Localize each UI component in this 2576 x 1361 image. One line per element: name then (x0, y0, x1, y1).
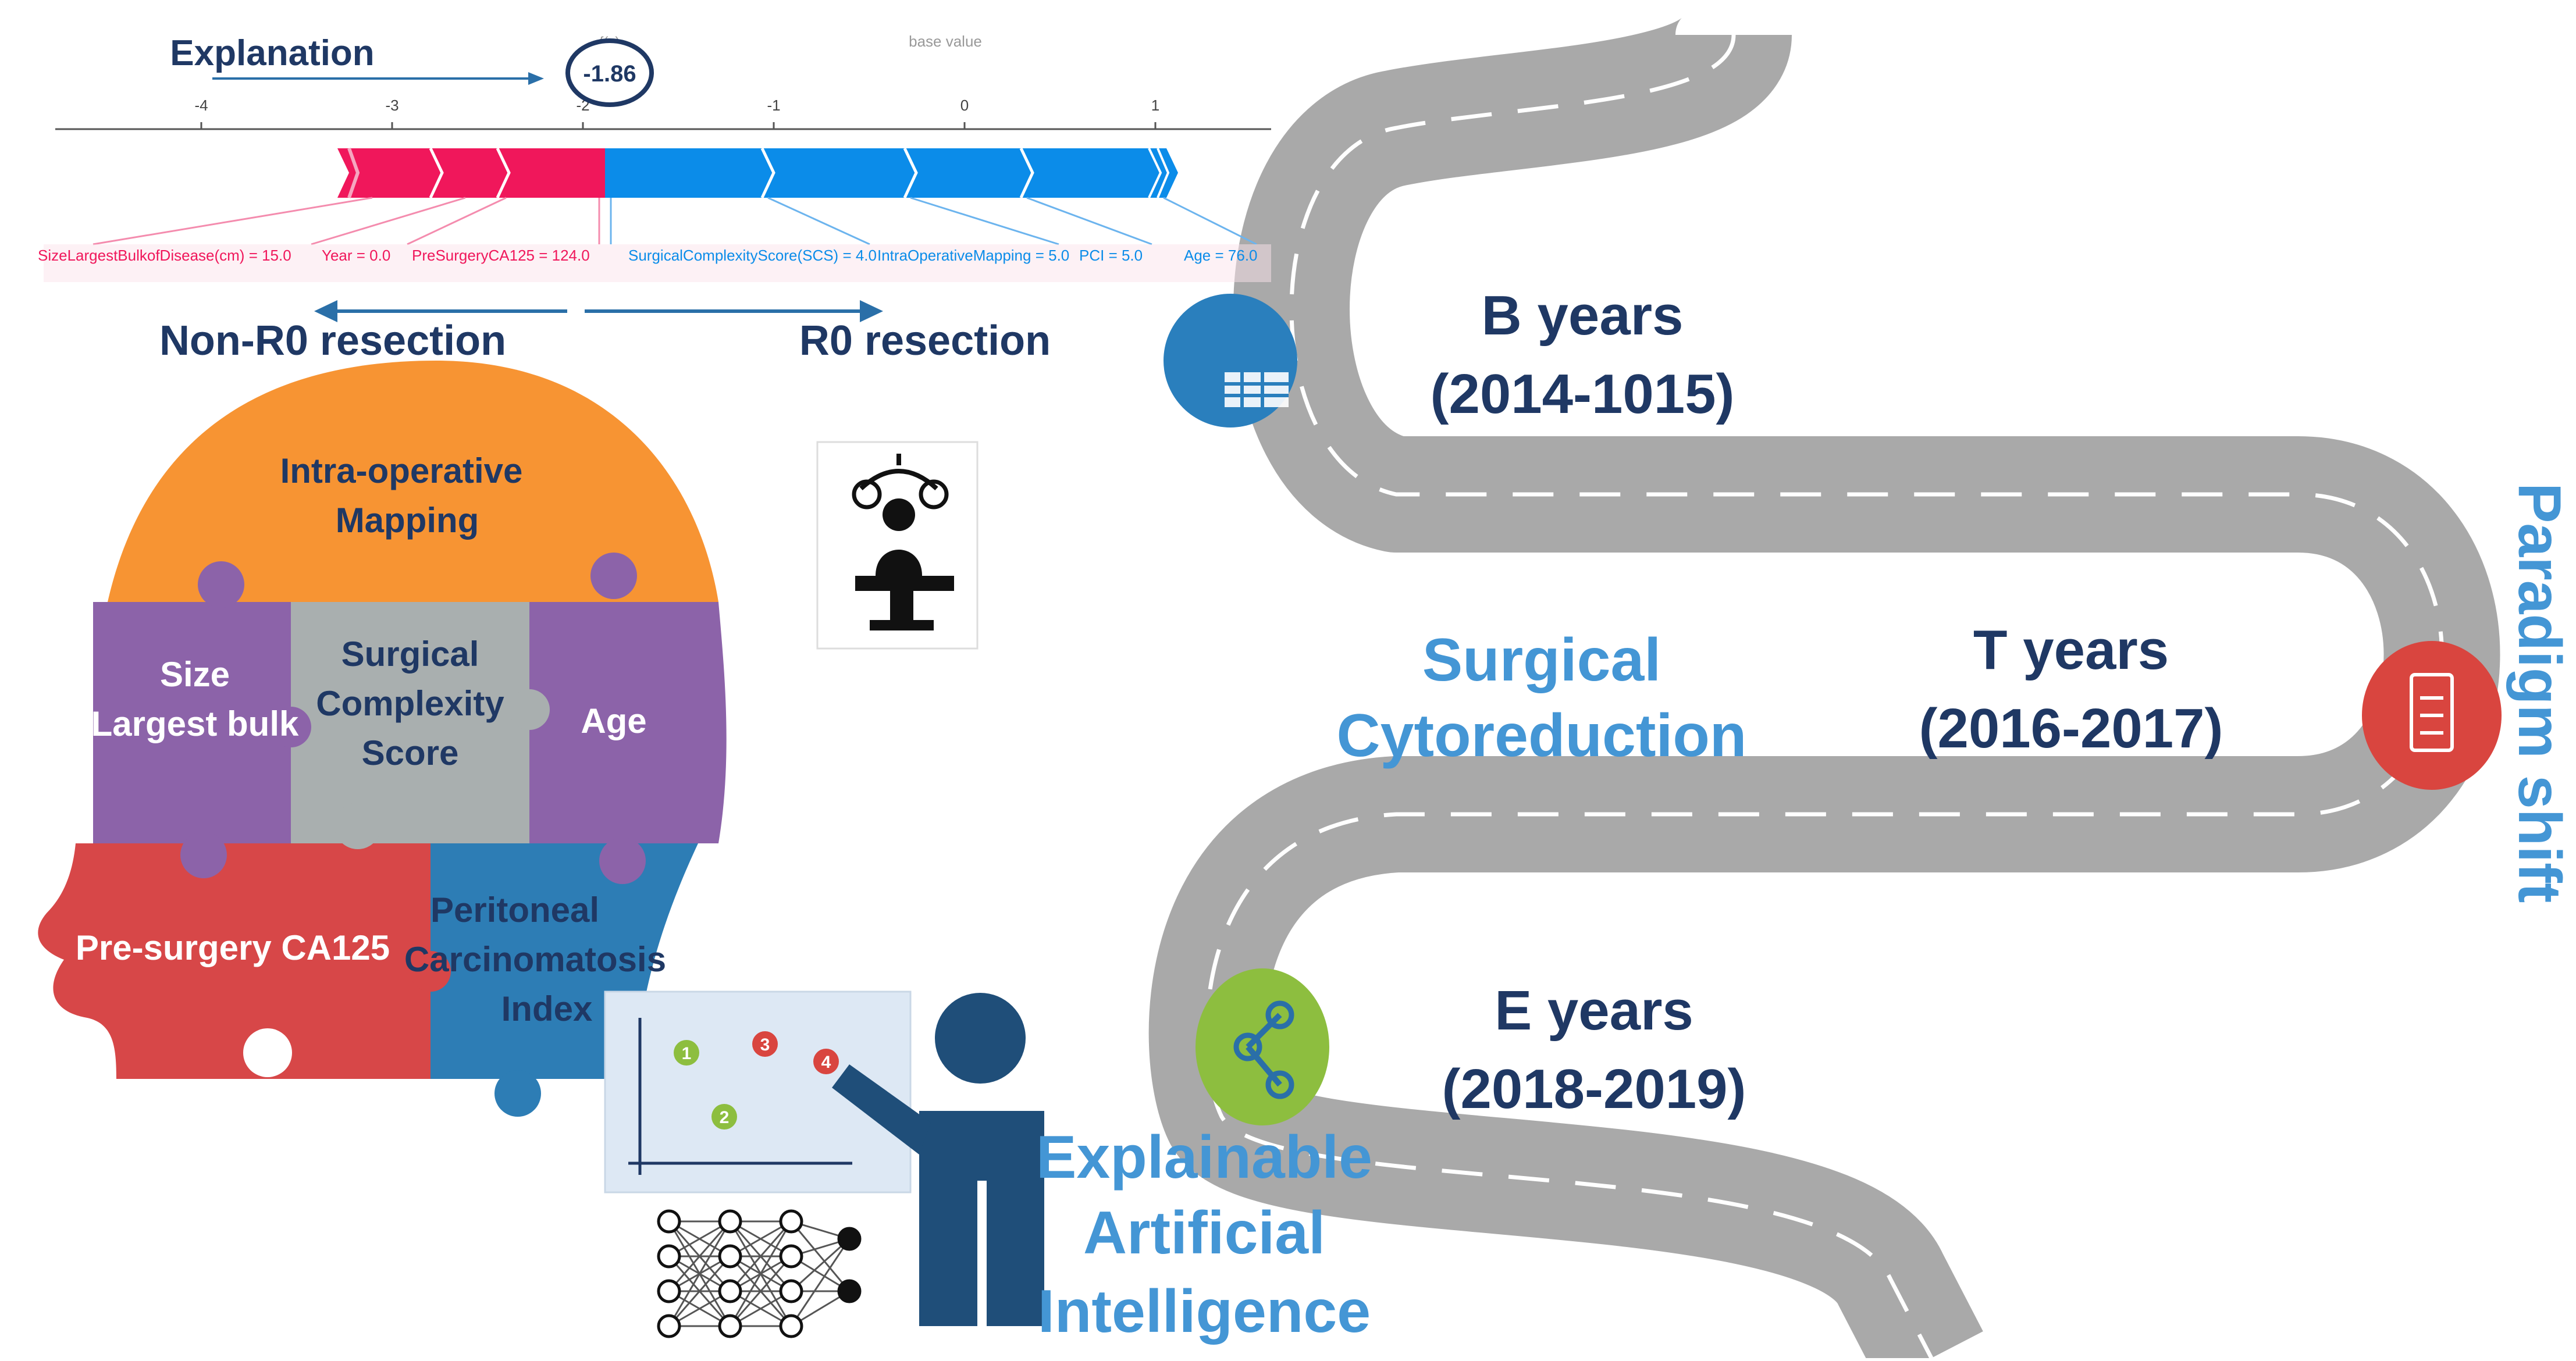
peritoneal-label: Peritoneal (430, 890, 599, 929)
shap-force-plot: -4-3-2-101 Explanation f(x) base value -… (38, 33, 1271, 364)
puzzle-piece-age (529, 602, 727, 843)
non-r0-label: Non-R0 resection (159, 318, 506, 364)
nn-node (718, 1314, 742, 1338)
puzzle-piece-size (93, 602, 291, 843)
nn-node (657, 1279, 681, 1303)
cytoreduction-label: Cytoreduction (1337, 702, 1747, 769)
puzzle-piece-ca125 (38, 843, 431, 1079)
road (1148, 15, 2500, 1361)
base-value-label: base value (909, 33, 982, 50)
puzzle-head: Intra-operative Mapping Size Largest bul… (38, 361, 727, 1117)
scatter-label-3: 3 (760, 1035, 770, 1054)
nn-edge (668, 1221, 731, 1327)
nn-edge (729, 1256, 792, 1327)
shap-negative-bars (337, 147, 605, 199)
pos-feature-scs: SurgicalComplexityScore(SCS) = 4.0 (628, 247, 877, 264)
nn-node (718, 1244, 742, 1269)
complexity-piece-label: Complexity (316, 684, 504, 723)
presenter-icon (832, 993, 1044, 1326)
nn-edge (790, 1238, 851, 1292)
scatter-label-2: 2 (720, 1108, 730, 1127)
nn-node (779, 1279, 803, 1303)
pos-feature-mapping: IntraOperativeMapping = 5.0 (877, 247, 1069, 264)
explanation-label: Explanation (170, 33, 374, 73)
nn-edge (790, 1221, 851, 1292)
paradigm-shift-label: Paradigm shift (2506, 483, 2573, 903)
pos-feature-pci: PCI = 5.0 (1079, 247, 1143, 264)
e-years-label: E years (1495, 979, 1693, 1042)
e-years-range: (2018-2019) (1442, 1058, 1746, 1120)
surgical-label: Surgical (1422, 626, 1661, 694)
xai-artificial-label: Artificial (1083, 1199, 1325, 1267)
index-label: Index (501, 989, 593, 1028)
nn-edge (668, 1256, 731, 1327)
largest-bulk-label: Largest bulk (91, 704, 299, 743)
neg-feature-size: SizeLargestBulkofDisease(cm) = 15.0 (38, 247, 291, 264)
nn-edge (729, 1221, 792, 1292)
shap-tick-label-5: 1 (1151, 97, 1159, 114)
nn-node (718, 1209, 742, 1234)
score-piece-label: Score (362, 733, 459, 772)
carcinomatosis-label: Carcinomatosis (404, 940, 666, 979)
road-e-share-icon (1196, 968, 1329, 1125)
output-value-circle (565, 38, 654, 107)
xai-explainable-label: Explainable (1036, 1124, 1372, 1191)
nn-node (779, 1244, 803, 1269)
surgical-piece-label: Surgical (341, 635, 479, 674)
nn-node (657, 1209, 681, 1234)
shap-tick-label-3: -1 (767, 97, 780, 114)
scatter-point-4 (813, 1049, 839, 1074)
nn-node (837, 1279, 862, 1303)
road-b-icon (1164, 294, 1297, 427)
t-years-range: (2016-2017) (1919, 697, 2223, 760)
nn-node (779, 1209, 803, 1234)
nn-node (718, 1279, 742, 1303)
scatter-point-2 (711, 1104, 737, 1130)
mapping-label: Mapping (336, 501, 479, 540)
road-t-document-icon (2362, 641, 2502, 790)
neg-feature-year: Year = 0.0 (322, 247, 390, 264)
neural-network-icon (657, 1209, 862, 1338)
scatter-label-1: 1 (682, 1044, 692, 1063)
nn-edge (729, 1221, 792, 1327)
pos-feature-age: Age = 76.0 (1184, 247, 1258, 264)
intra-operative-label: Intra-operative (280, 451, 523, 490)
neg-feature-ca125: PreSurgeryCA125 = 124.0 (412, 247, 590, 264)
b-years-label: B years (1482, 284, 1684, 347)
nn-edge (668, 1221, 731, 1292)
b-years-range: (2014-1015) (1430, 363, 1734, 425)
output-value: -1.86 (583, 61, 636, 87)
scatter-label-4: 4 (821, 1053, 831, 1072)
nn-node (657, 1314, 681, 1338)
size-label: Size (160, 655, 230, 694)
r0-label: R0 resection (799, 318, 1051, 364)
nn-node (837, 1227, 862, 1251)
shap-tick-label-1: -3 (385, 97, 399, 114)
shap-tick-label-0: -4 (194, 97, 208, 114)
scatter-point-1 (674, 1040, 699, 1066)
surgeon-icon (816, 441, 979, 650)
shap-tick-label-4: 0 (960, 97, 969, 114)
nn-node (657, 1244, 681, 1269)
t-years-label: T years (1973, 619, 2169, 681)
shap-positive-bars (605, 147, 1178, 199)
ca125-piece-label: Pre-surgery CA125 (76, 928, 390, 967)
puzzle-piece-intra-operative (108, 361, 718, 602)
xai-intelligence-label: Intelligence (1038, 1278, 1371, 1345)
age-piece-label: Age (581, 701, 646, 740)
scatter-point-3 (752, 1031, 778, 1057)
puzzle-piece-scs (291, 602, 529, 843)
nn-node (779, 1314, 803, 1338)
nn-edge (790, 1238, 851, 1327)
